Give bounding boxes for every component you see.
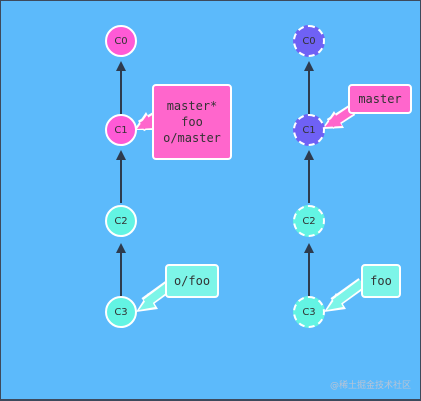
right-master-pointer-arrow (322, 104, 356, 130)
left-commit-c0[interactable]: C0 (105, 25, 137, 57)
right-commit-c3[interactable]: C3 (293, 296, 325, 328)
left-commit-c1[interactable]: C1 (105, 114, 137, 146)
watermark: @稀土掘金技术社区 (329, 381, 411, 391)
right-commit-c2[interactable]: C2 (293, 205, 325, 237)
right-branch-label-foo[interactable]: foo (361, 264, 401, 298)
branch-name-o-master: o/master (163, 131, 221, 145)
right-commit-c1[interactable]: C1 (293, 114, 325, 146)
branch-name-master-head: master* (166, 99, 218, 113)
right-commit-c0[interactable]: C0 (293, 25, 325, 57)
branch-name-foo: foo (181, 115, 203, 129)
left-branch-label-master[interactable]: master* foo o/master (152, 84, 232, 160)
right-branch-label-master[interactable]: master (348, 84, 412, 114)
branch-name-foo-right: foo (370, 274, 392, 288)
branch-name-o-foo: o/foo (173, 274, 211, 288)
left-commit-c2[interactable]: C2 (105, 205, 137, 237)
left-branch-label-o-foo[interactable]: o/foo (165, 264, 219, 298)
left-commit-c3[interactable]: C3 (105, 296, 137, 328)
branch-name-master: master (358, 92, 402, 106)
right-foo-pointer-arrow (324, 278, 366, 312)
